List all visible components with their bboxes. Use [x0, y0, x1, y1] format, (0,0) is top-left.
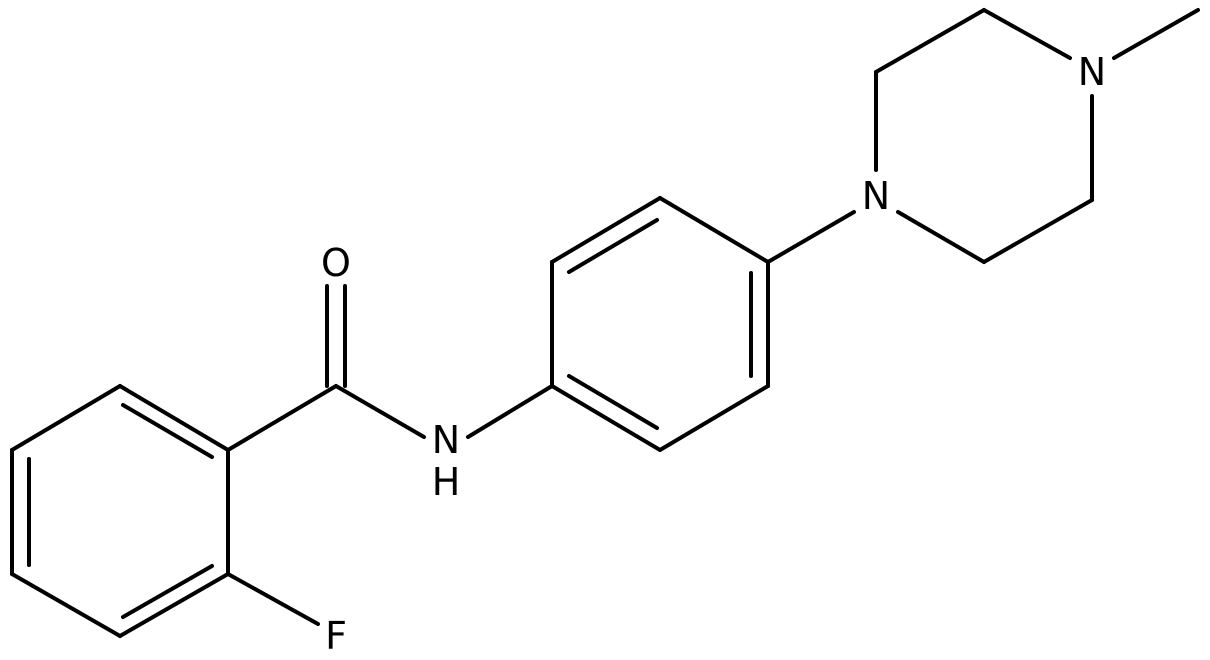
bond-pip-f — [896, 210, 986, 264]
bond-ring1-f — [10, 384, 122, 452]
bond-pip-b — [874, 8, 986, 74]
bond-c-f — [226, 572, 320, 626]
bond-ring1-a-inner — [121, 403, 214, 459]
piperazine-methyl-nitrogen-label: N — [1078, 50, 1106, 94]
bond-ring2-f — [550, 384, 662, 452]
bond-ring2-b-inner — [567, 218, 659, 274]
bond-ring2-f-inner — [567, 374, 659, 430]
bond-ring1-d — [10, 572, 122, 638]
bond-pip-c — [982, 8, 1072, 60]
bond-ring1-c — [118, 572, 230, 638]
fluorine-label: F — [325, 614, 347, 658]
bond-pip-e — [982, 198, 1094, 264]
piperazine-aryl-nitrogen-label: N — [862, 174, 890, 218]
bond-n-ring2 — [466, 384, 554, 439]
bond-ring2-npip — [766, 210, 856, 264]
bond-ring1-a — [118, 384, 230, 452]
amide-hydrogen-label: H — [432, 460, 461, 504]
atom-labels: O N H F N N — [321, 50, 1106, 658]
amide-nitrogen-label: N — [432, 418, 460, 462]
bond-ring-carbonyl — [226, 384, 338, 452]
oxygen-label: O — [321, 241, 351, 285]
bonds — [10, 8, 1200, 638]
bond-ring2-b — [550, 196, 662, 264]
bond-ring2-c — [658, 196, 770, 264]
bond-n-methyl — [1112, 8, 1200, 60]
bond-ring1-c-inner — [121, 564, 214, 619]
bond-ring2-e — [658, 384, 770, 452]
bond-carbonyl-n — [334, 384, 426, 439]
